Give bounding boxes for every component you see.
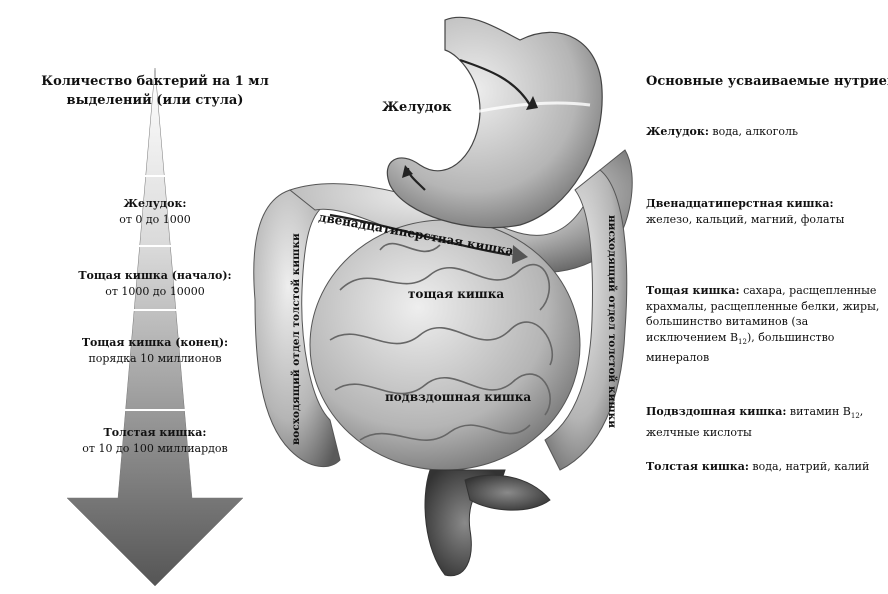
label-jejunum: тощая кишка	[408, 287, 505, 301]
bacteria-gradient-arrow	[66, 67, 244, 587]
label-stomach: Желудок	[382, 100, 452, 115]
nutrient-ileum: Подвздошная кишка: витамин B12, желчные …	[646, 405, 864, 439]
nutrients-title: Основные усваиваемые нутриенты	[646, 74, 888, 89]
nutrient-stomach: Желудок: вода, алкоголь	[646, 125, 798, 138]
label-ileum: подвздошная кишка	[385, 390, 532, 404]
stage-jejunum-start: Тощая кишка (начало): от 1000 до 10000	[78, 269, 232, 298]
small-intestine	[309, 219, 581, 471]
intestine-loops	[329, 242, 553, 441]
sigmoid-colon	[464, 474, 551, 511]
nutrient-duodenum: Двенадцатиперстная кишка: железо, кальци…	[646, 197, 845, 226]
label-descending-colon: нисходящий отдел толстой кишки	[606, 215, 618, 429]
stage-stomach: Желудок: от 0 до 1000	[119, 197, 191, 226]
bacteria-count-title: Количество бактерий на 1 мл выделений (и…	[41, 74, 269, 108]
stage-jejunum-end: Тощая кишка (конец): порядка 10 миллионо…	[81, 336, 229, 365]
nutrient-colon: Толстая кишка: вода, натрий, калий	[646, 460, 870, 473]
ascending-colon	[253, 189, 341, 468]
stage-colon: Толстая кишка: от 10 до 100 миллиардов	[82, 426, 228, 455]
stomach	[386, 16, 603, 229]
label-ascending-colon: восходящий отдел толстой кишки	[290, 233, 302, 445]
nutrient-jejunum: Тощая кишка: сахара, расщепленные крахма…	[646, 284, 880, 365]
descending-colon	[544, 169, 628, 471]
intestine-drawing	[253, 16, 633, 577]
